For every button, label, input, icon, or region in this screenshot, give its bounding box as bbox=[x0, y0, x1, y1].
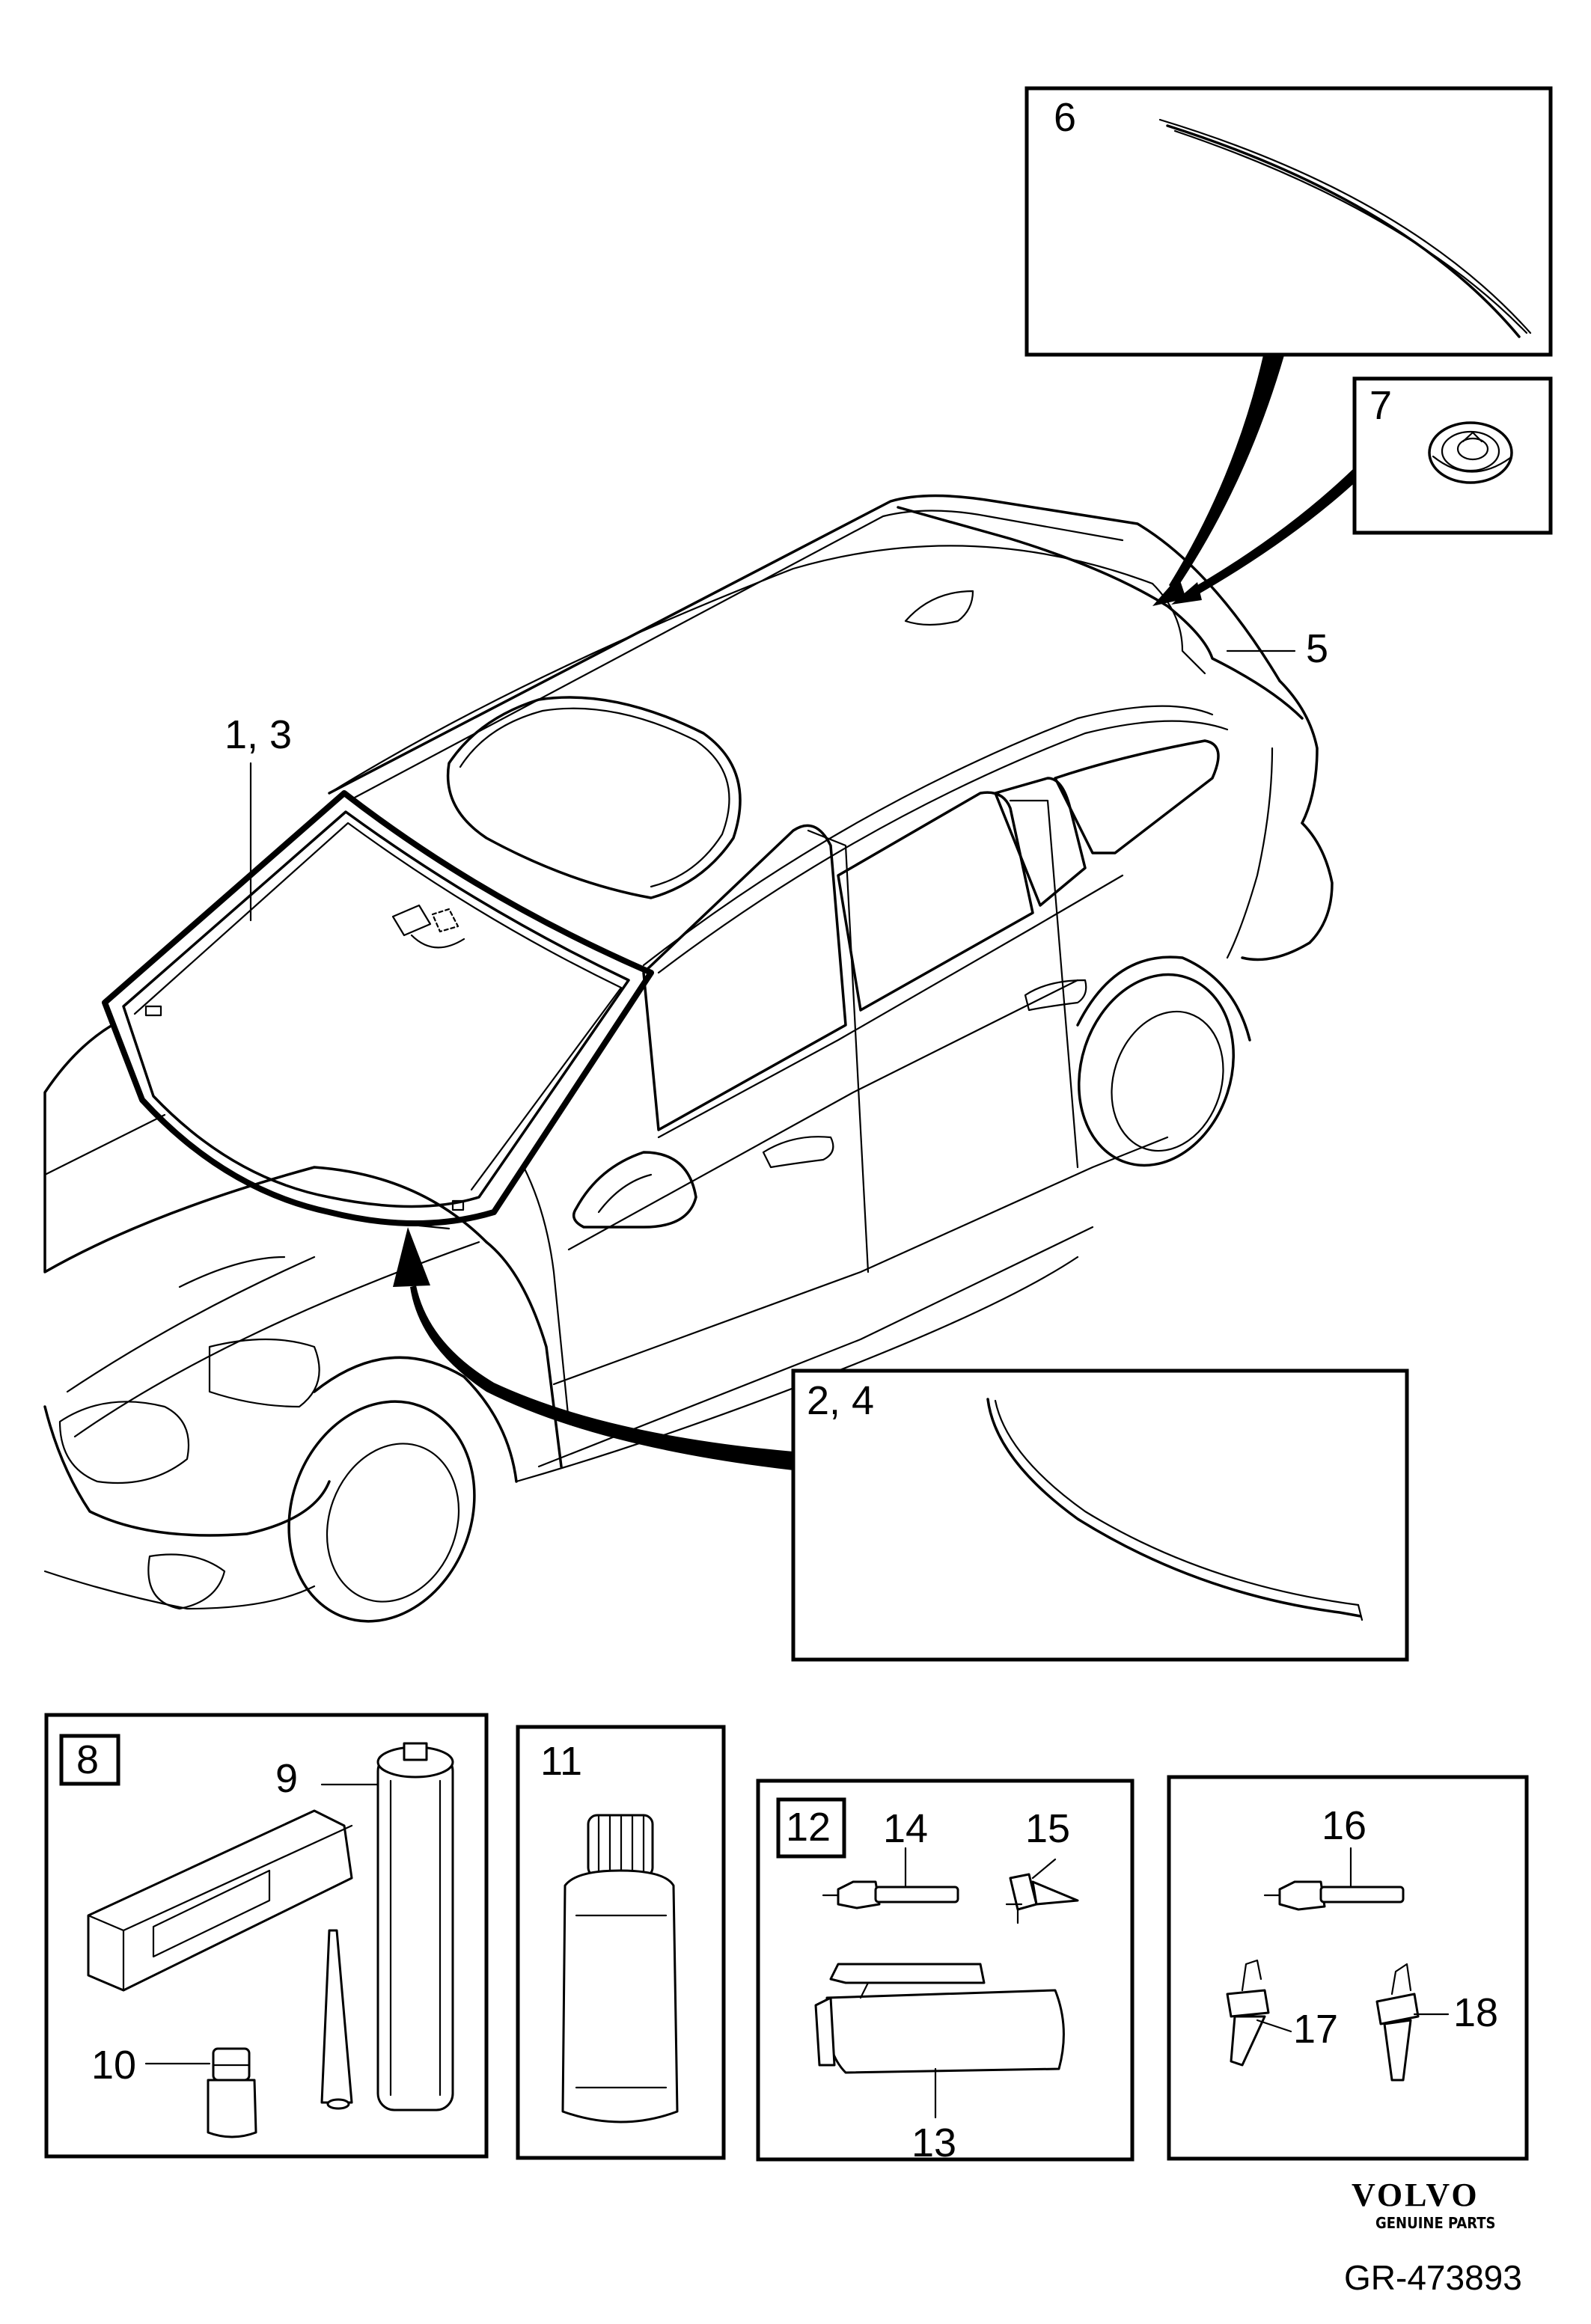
callout-6: 6 bbox=[1054, 95, 1076, 140]
windscreen-glass bbox=[102, 790, 654, 1230]
callout-arrows bbox=[249, 355, 1361, 1470]
part-box-8 bbox=[44, 1713, 489, 2159]
callout-labels: 1, 3 2, 4 5 6 7 8 9 10 11 12 13 14 15 16… bbox=[76, 95, 1498, 2165]
callout-8: 8 bbox=[76, 1737, 99, 1782]
part-box-7 bbox=[1352, 376, 1553, 535]
callout-18: 18 bbox=[1453, 1990, 1498, 2035]
part-box-6 bbox=[1024, 86, 1553, 357]
drawing-number: GR-473893 bbox=[1344, 2258, 1522, 2297]
callout-12: 12 bbox=[786, 1805, 831, 1850]
callout-9: 9 bbox=[275, 1756, 298, 1801]
callout-7: 7 bbox=[1369, 383, 1392, 428]
part-box-16-18 bbox=[1167, 1775, 1529, 2161]
volvo-genuine-parts-logo: VOLVO GENUINE PARTS bbox=[1352, 2177, 1496, 2232]
callout-17: 17 bbox=[1293, 2007, 1338, 2052]
callout-10: 10 bbox=[91, 2043, 136, 2088]
part-box-2-4 bbox=[791, 1369, 1409, 1662]
callout-11: 11 bbox=[540, 1739, 582, 1784]
callout-15: 15 bbox=[1025, 1806, 1070, 1851]
callout-5: 5 bbox=[1306, 626, 1328, 671]
callout-1-3: 1, 3 bbox=[225, 712, 292, 757]
callout-14: 14 bbox=[883, 1806, 928, 1851]
callout-13: 13 bbox=[911, 2120, 956, 2165]
brand-tagline: GENUINE PARTS bbox=[1375, 2214, 1496, 2232]
callout-2-4: 2, 4 bbox=[807, 1378, 874, 1423]
brand-name: VOLVO bbox=[1352, 2177, 1479, 2213]
callout-16: 16 bbox=[1322, 1803, 1366, 1848]
part-box-12 bbox=[756, 1779, 1135, 2162]
part-box-11 bbox=[516, 1725, 726, 2160]
